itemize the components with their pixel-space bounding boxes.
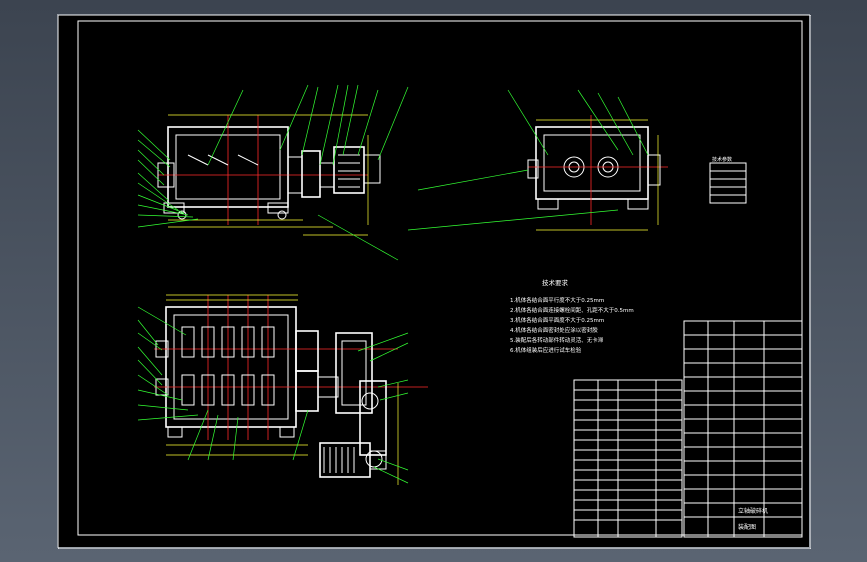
- title-block-name: 立轴破碎机: [738, 507, 768, 515]
- note-line: 3.机体各结合面平面度不大于0.25mm: [510, 316, 604, 324]
- cad-drawing: 技术参数: [58, 15, 811, 549]
- note-line: 2.机体各结合面连接螺栓间距、孔距不大于0.5mm: [510, 306, 634, 314]
- note-line: 6.机体组装后应进行试车检验: [510, 346, 582, 354]
- front-view: [137, 84, 409, 261]
- params-heading: 技术参数: [712, 156, 732, 163]
- cad-viewport[interactable]: 技术参数: [57, 14, 811, 549]
- title-block-dwg: 装配图: [738, 523, 756, 531]
- parts-list: 立轴破碎机 装配图: [573, 320, 803, 538]
- side-view: 技术参数: [407, 89, 747, 231]
- sheet-inner-frame: [77, 20, 803, 536]
- note-line: 4.机体各结合面密封处应涂以密封胶: [510, 326, 598, 334]
- note-line: 5.装配后各转动部件转动灵活、无卡滞: [510, 336, 604, 344]
- notes-heading: 技术要求: [542, 278, 569, 287]
- sheet-outer-frame: [58, 15, 811, 549]
- plan-view: [137, 294, 428, 485]
- technical-notes: 技术要求 1.机体各结合面平行度不大于0.25mm 2.机体各结合面连接螺栓间距…: [510, 278, 634, 354]
- note-line: 1.机体各结合面平行度不大于0.25mm: [510, 296, 604, 304]
